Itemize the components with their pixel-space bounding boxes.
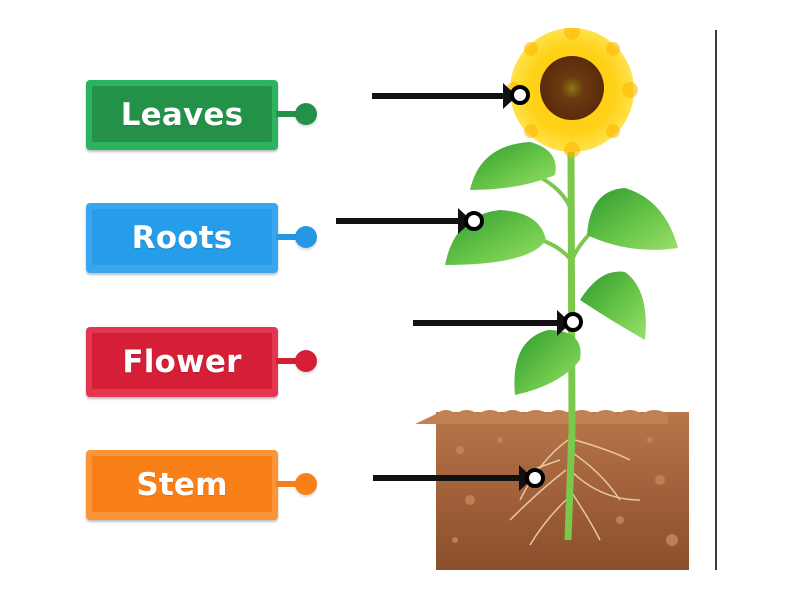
connector-dot-handle[interactable] <box>295 226 317 248</box>
connector-dot-handle[interactable] <box>295 103 317 125</box>
connector-line <box>276 481 300 487</box>
sunflower-diagram-image <box>415 28 689 570</box>
label-tile-leaves[interactable]: Leaves <box>86 80 317 152</box>
stem-label-text: Stem <box>136 467 228 503</box>
leaf-drop-target[interactable] <box>464 211 484 231</box>
flower-label-button[interactable]: Flower <box>86 327 278 397</box>
leaves-label-text: Leaves <box>120 97 244 133</box>
stem-label-button[interactable]: Stem <box>86 450 278 520</box>
sunflower-head-graphic <box>506 28 638 158</box>
connector-line <box>276 358 300 364</box>
connector-dot-handle[interactable] <box>295 350 317 372</box>
arrow-pointer <box>336 208 472 234</box>
label-tile-flower[interactable]: Flower <box>86 327 317 399</box>
connector-dot-handle[interactable] <box>295 473 317 495</box>
soil-graphic <box>415 410 689 570</box>
vertical-divider <box>715 30 717 570</box>
arrow-pointer <box>372 83 517 109</box>
arrow-pointer <box>413 310 571 336</box>
flower-label-text: Flower <box>122 344 242 380</box>
flower-head-drop-target[interactable] <box>510 85 530 105</box>
leaves-label-button[interactable]: Leaves <box>86 80 278 150</box>
roots-label-button[interactable]: Roots <box>86 203 278 273</box>
label-tile-stem[interactable]: Stem <box>86 450 317 522</box>
stem-drop-target[interactable] <box>563 312 583 332</box>
arrow-pointer <box>373 465 533 491</box>
connector-line <box>276 234 300 240</box>
stem-graphic <box>564 149 576 541</box>
connector-line <box>276 111 300 117</box>
leaves-graphic <box>445 142 678 395</box>
roots-drop-target[interactable] <box>525 468 545 488</box>
label-tile-roots[interactable]: Roots <box>86 203 317 275</box>
roots-label-text: Roots <box>131 220 233 256</box>
